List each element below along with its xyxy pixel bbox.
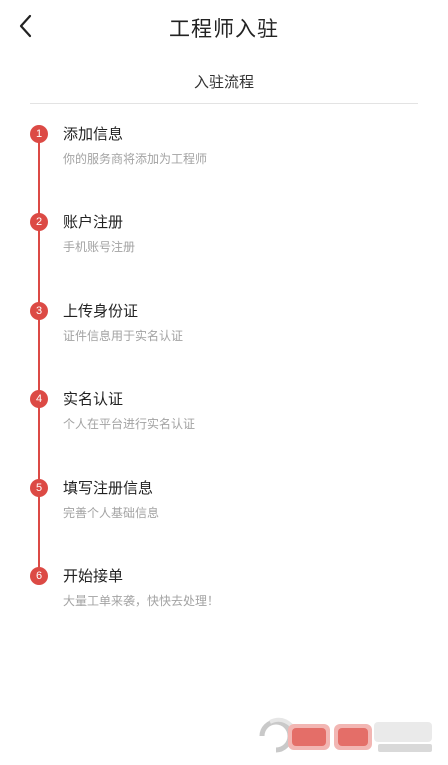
timeline-step: 3 上传身份证 证件信息用于实名认证 <box>0 302 448 362</box>
timeline-step: 2 账户注册 手机账号注册 <box>0 213 448 273</box>
step-description: 你的服务商将添加为工程师 <box>63 152 208 166</box>
step-description: 证件信息用于实名认证 <box>63 329 184 343</box>
step-title: 上传身份证 <box>63 302 139 320</box>
step-title: 开始接单 <box>63 567 124 585</box>
timeline-step: 5 填写注册信息 完善个人基础信息 <box>0 479 448 539</box>
step-number-badge: 2 <box>30 213 48 231</box>
step-number-badge: 1 <box>30 125 48 143</box>
chevron-left-icon <box>19 14 32 38</box>
step-number-badge: 3 <box>30 302 48 320</box>
timeline-step: 6 开始接单 大量工单来袭，快快去处理！ <box>0 567 448 627</box>
timeline-line <box>38 134 40 576</box>
step-number-badge: 6 <box>30 567 48 585</box>
watermark-logo <box>259 717 432 753</box>
timeline-step: 4 实名认证 个人在平台进行实名认证 <box>0 390 448 450</box>
step-number-badge: 5 <box>30 479 48 497</box>
step-title: 添加信息 <box>63 125 124 143</box>
section-divider <box>30 103 418 104</box>
section-title: 入驻流程 <box>193 73 254 91</box>
step-title: 账户注册 <box>63 213 124 231</box>
step-description: 手机账号注册 <box>63 240 136 254</box>
step-description: 大量工单来袭，快快去处理！ <box>63 594 220 608</box>
page-title: 工程师入驻 <box>169 17 279 41</box>
step-title: 实名认证 <box>63 390 124 408</box>
step-description: 完善个人基础信息 <box>63 506 160 520</box>
step-title: 填写注册信息 <box>63 479 154 497</box>
timeline-step: 1 添加信息 你的服务商将添加为工程师 <box>0 125 448 185</box>
back-button[interactable] <box>12 12 42 42</box>
step-number-badge: 4 <box>30 390 48 408</box>
header-bar: 工程师入驻 <box>0 0 448 56</box>
step-description: 个人在平台进行实名认证 <box>63 417 196 431</box>
